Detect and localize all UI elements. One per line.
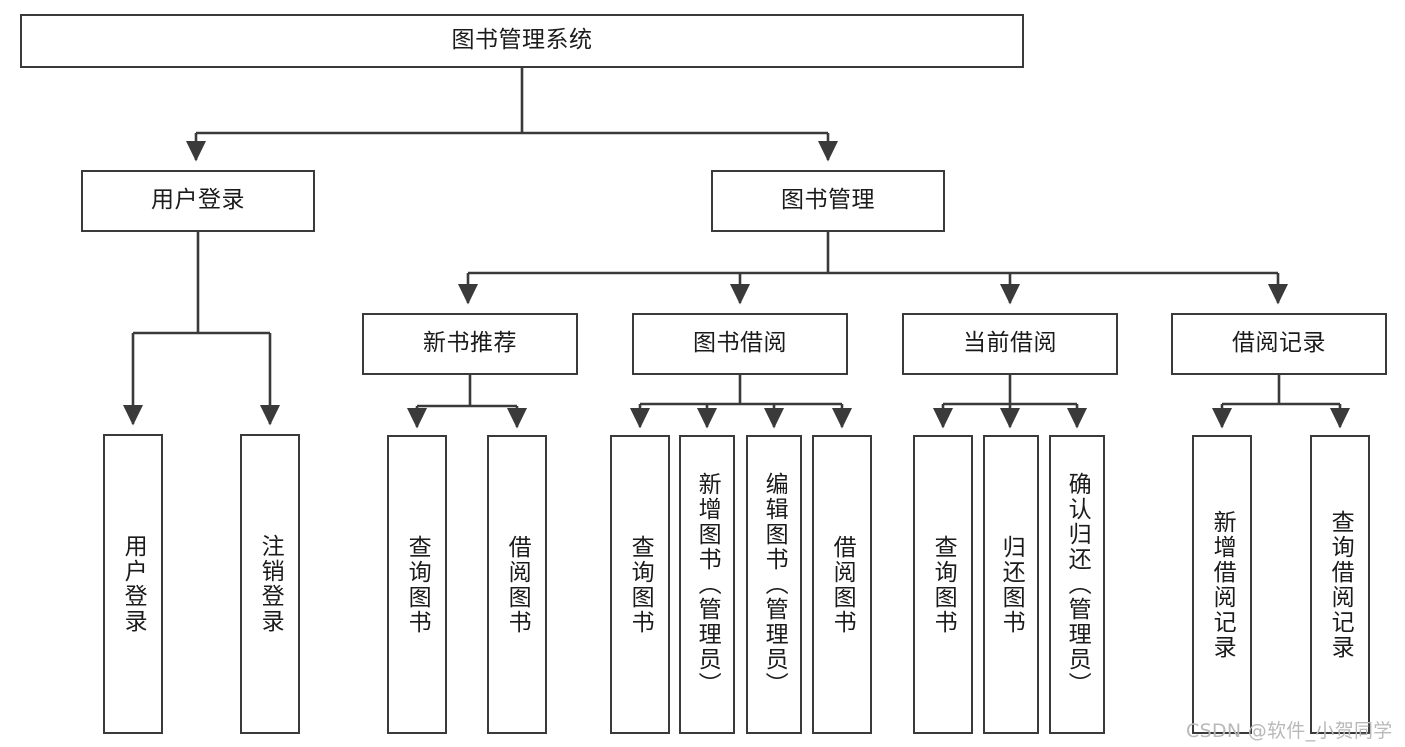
leaf-add-book-admin[interactable]: 新增图书（管理员） <box>679 435 735 734</box>
node-label: 图书管理 <box>781 187 875 214</box>
node-label: 确认归还（管理员） <box>1064 472 1091 697</box>
node-current-borrow[interactable]: 当前借阅 <box>902 313 1118 375</box>
leaf-borrow-book-recommend[interactable]: 借阅图书 <box>487 435 547 734</box>
leaf-logout[interactable]: 注销登录 <box>240 434 300 734</box>
leaf-query-book-borrow[interactable]: 查询图书 <box>610 435 670 734</box>
leaf-query-book-current[interactable]: 查询图书 <box>913 435 973 734</box>
node-user-login[interactable]: 用户登录 <box>81 170 315 232</box>
node-label: 注销登录 <box>257 534 284 634</box>
node-label: 借阅图书 <box>504 534 531 635</box>
node-label: 图书借阅 <box>693 330 787 357</box>
node-label: 新书推荐 <box>423 330 517 357</box>
node-label: 新增图书（管理员） <box>694 472 721 697</box>
node-label: 归还图书 <box>998 534 1025 635</box>
node-label: 查询借阅记录 <box>1327 509 1354 660</box>
node-label: 图书管理系统 <box>451 27 593 54</box>
leaf-edit-book-admin[interactable]: 编辑图书（管理员） <box>746 435 802 734</box>
node-label: 用户登录 <box>120 534 147 634</box>
leaf-return-book[interactable]: 归还图书 <box>983 435 1039 734</box>
node-root-book-management-system[interactable]: 图书管理系统 <box>20 14 1024 68</box>
csdn-watermark: CSDN @软件_小贺同学 <box>1186 720 1393 742</box>
node-label: 当前借阅 <box>963 330 1057 357</box>
leaf-add-borrow-record[interactable]: 新增借阅记录 <box>1192 435 1252 734</box>
node-label: 查询图书 <box>930 534 957 635</box>
node-label: 借阅记录 <box>1232 330 1326 357</box>
leaf-query-book-recommend[interactable]: 查询图书 <box>387 435 447 734</box>
leaf-user-login[interactable]: 用户登录 <box>103 434 163 734</box>
node-borrow-record[interactable]: 借阅记录 <box>1171 313 1387 375</box>
leaf-query-borrow-record[interactable]: 查询借阅记录 <box>1310 435 1370 734</box>
node-new-book-recommend[interactable]: 新书推荐 <box>362 313 578 375</box>
node-label: 借阅图书 <box>829 534 856 635</box>
node-book-borrow[interactable]: 图书借阅 <box>632 313 848 375</box>
node-label: 查询图书 <box>404 534 431 635</box>
node-label: 查询图书 <box>627 534 654 635</box>
node-label: 用户登录 <box>151 187 245 214</box>
node-label: 编辑图书（管理员） <box>761 472 788 697</box>
leaf-confirm-return-admin[interactable]: 确认归还（管理员） <box>1049 435 1105 734</box>
leaf-borrow-book[interactable]: 借阅图书 <box>812 435 872 734</box>
node-book-management[interactable]: 图书管理 <box>711 170 945 232</box>
node-label: 新增借阅记录 <box>1209 509 1236 660</box>
